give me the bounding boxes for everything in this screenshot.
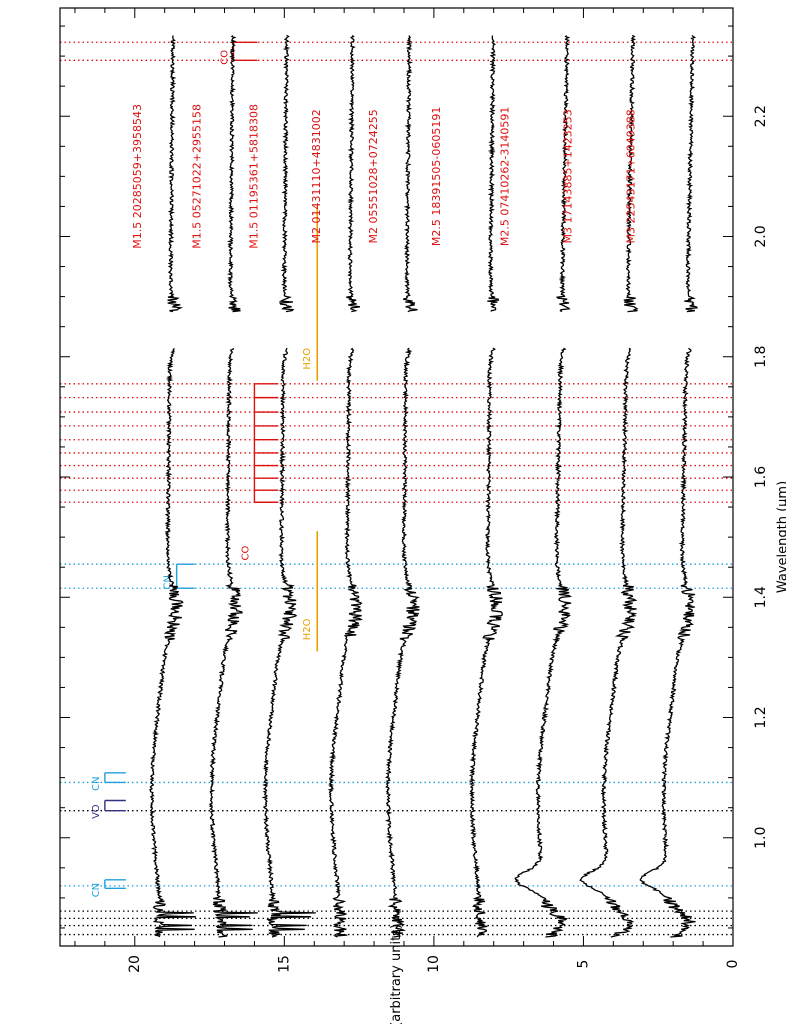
spectrum-line bbox=[579, 34, 639, 938]
spectrum-line bbox=[639, 34, 699, 938]
y-tick-label: 0 bbox=[725, 960, 741, 969]
band-label: CN bbox=[91, 883, 102, 897]
spectrum-label: M2 01431110+4831002 bbox=[310, 109, 323, 243]
h2o-label: H2O bbox=[302, 348, 313, 370]
spectrum-label: M1.5 20285059+3958543 bbox=[131, 104, 144, 249]
band-label: CN bbox=[91, 776, 102, 790]
band-label: CO bbox=[240, 545, 251, 560]
y-axis-ticks: 0 5 10 15 20 bbox=[74, 8, 741, 973]
spectrum-line bbox=[261, 34, 316, 938]
x-tick-label: 1.6 bbox=[753, 466, 769, 488]
band-label: CO bbox=[219, 50, 230, 65]
spectrum-line bbox=[514, 35, 572, 938]
band-label: VO bbox=[91, 804, 102, 819]
spectrum-line bbox=[385, 35, 420, 938]
spectrum-line bbox=[208, 35, 258, 938]
spectrum-label: M1.5 01195361+5818308 bbox=[247, 104, 260, 249]
band-markers: CN VO CN CN CO CO H2O H2O bbox=[91, 41, 319, 897]
spectrum-label: M2.5 18391505-0605191 bbox=[430, 107, 443, 246]
spectrum-label: M2.5 07410262-3140591 bbox=[499, 107, 512, 246]
h2o-label: H2O bbox=[302, 618, 313, 640]
x-tick-label: 1.0 bbox=[753, 827, 769, 849]
spectrum-line bbox=[468, 35, 504, 938]
y-tick-label: 15 bbox=[276, 955, 292, 973]
spectrum-label: M3 17143885+1423253 bbox=[561, 109, 574, 243]
x-tick-label: 2.0 bbox=[753, 225, 769, 247]
y-tick-label: 5 bbox=[575, 960, 591, 969]
spectrum-label: M3 22543171+6049388 bbox=[624, 109, 637, 243]
band-label: CN bbox=[163, 575, 174, 589]
y-tick-label: 20 bbox=[127, 955, 143, 973]
spectrum-label: M1.5 05271022+2955158 bbox=[191, 104, 204, 249]
y-axis-label: Flux (arbitrary units) bbox=[389, 924, 404, 1024]
x-axis-label: Wavelength (μm) bbox=[776, 481, 786, 593]
spectrum-labels: M1.5 20285059+3958543 M1.5 05271022+29551… bbox=[131, 104, 638, 249]
spectrum-line bbox=[149, 35, 197, 938]
x-tick-label: 1.2 bbox=[753, 706, 769, 728]
x-tick-label: 1.4 bbox=[753, 586, 769, 608]
x-tick-label: 1.8 bbox=[753, 346, 769, 368]
spectra bbox=[149, 34, 699, 938]
y-tick-label: 10 bbox=[426, 955, 442, 973]
spectrum-label: M2 05551028+0724255 bbox=[367, 109, 380, 243]
x-tick-label: 2.2 bbox=[753, 105, 769, 127]
x-axis-ticks: 1.0 1.2 1.4 1.6 1.8 2.0 2.2 bbox=[60, 25, 769, 929]
spectrum-line bbox=[327, 34, 364, 938]
